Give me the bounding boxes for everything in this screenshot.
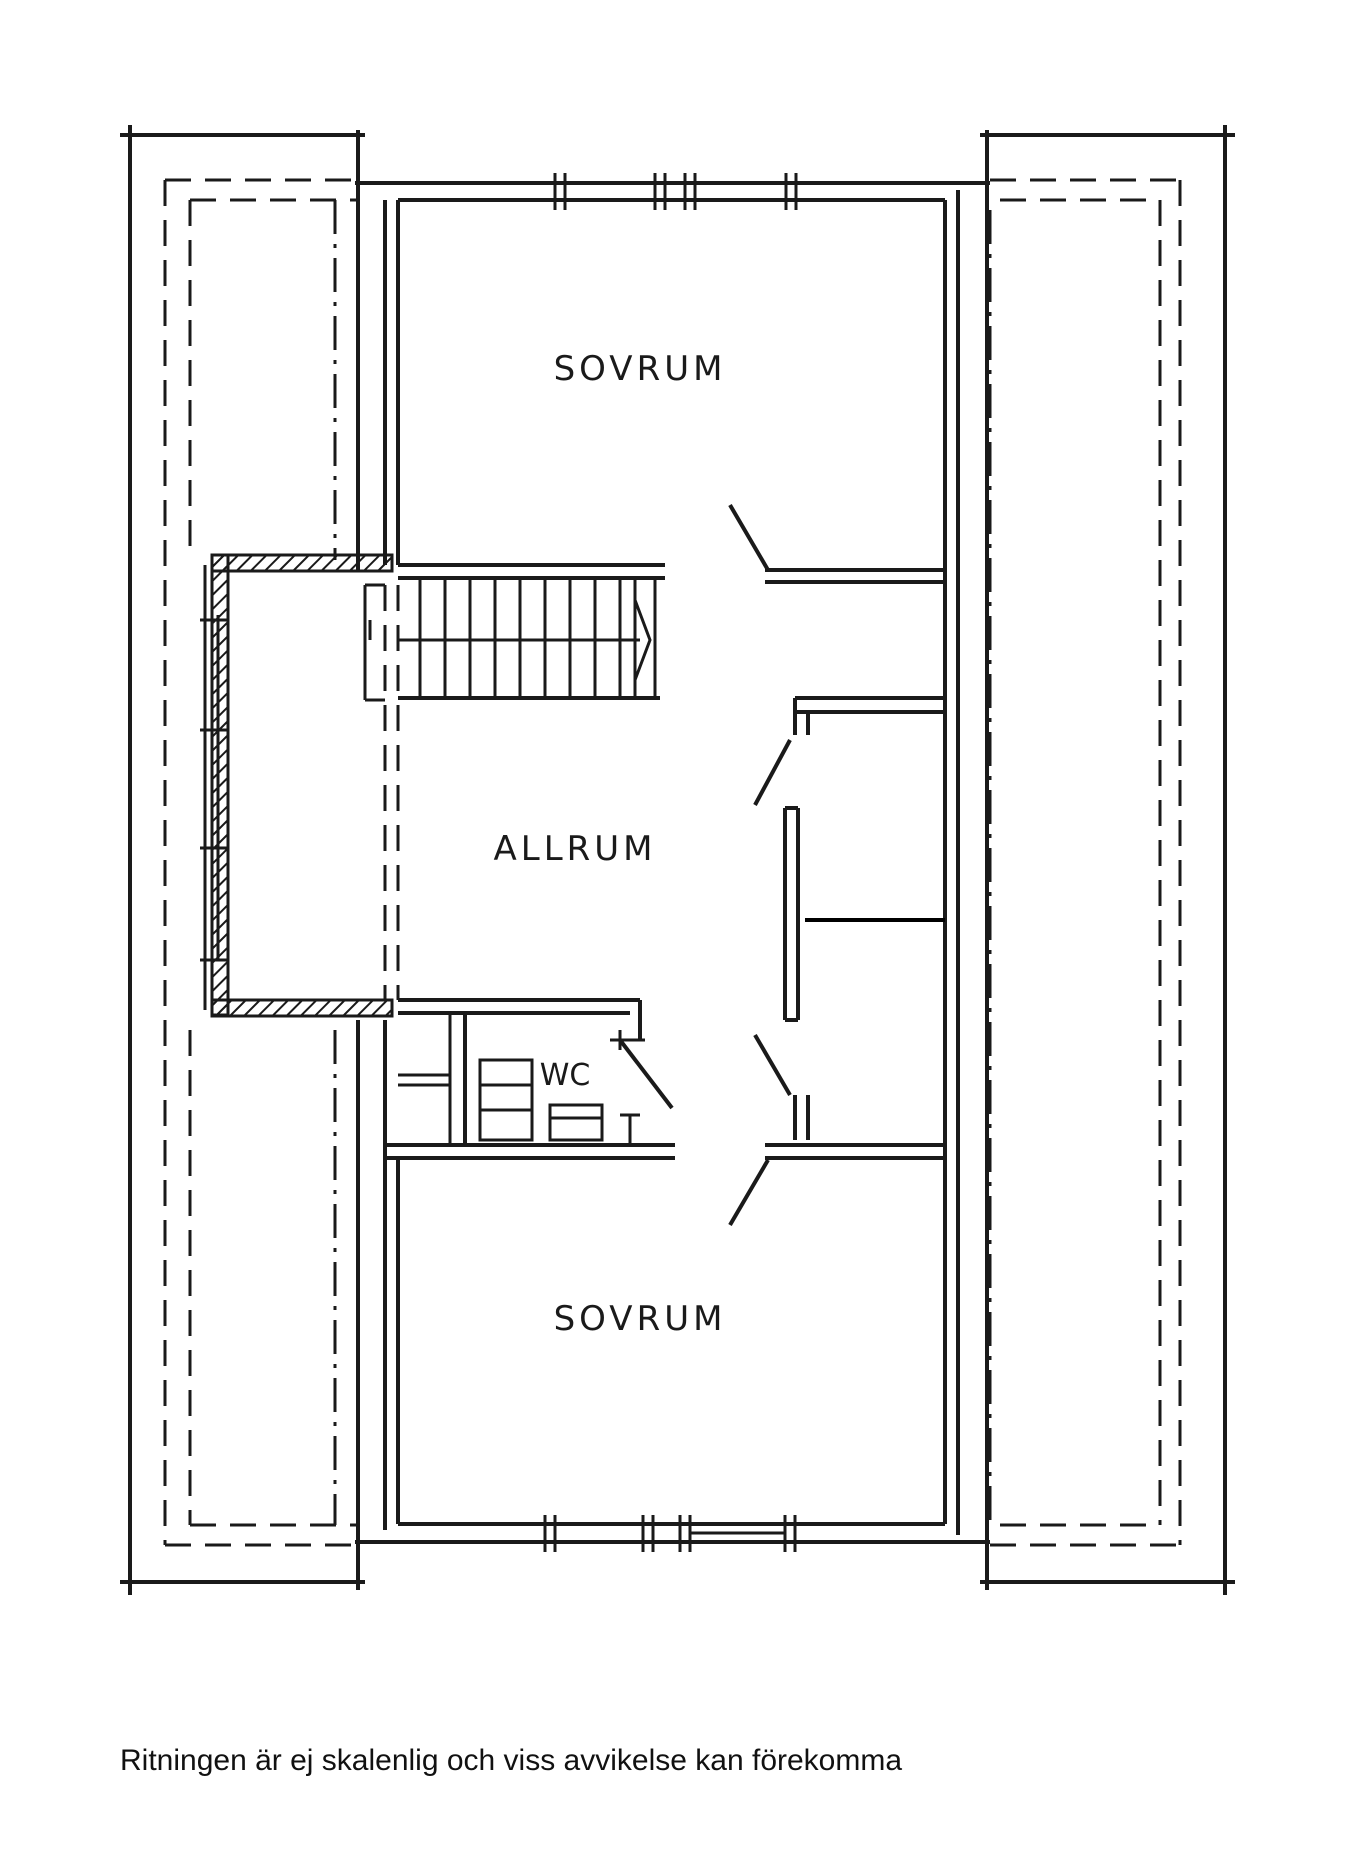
- interior-walls: [385, 568, 945, 1160]
- exterior-walls: [355, 173, 990, 1552]
- room-label-living: ALLRUM: [494, 829, 657, 869]
- right-wing-outline: [980, 125, 1235, 1595]
- left-bay-window: [200, 553, 400, 1018]
- room-label-wc: WC: [540, 1058, 591, 1093]
- staircase: [363, 563, 665, 702]
- disclaimer-text: Ritningen är ej skalenlig och viss avvik…: [120, 1744, 903, 1777]
- left-wing-outline: [120, 125, 365, 1595]
- room-label-bedroom-bottom: SOVRUM: [554, 1299, 727, 1339]
- door-swings: [610, 503, 792, 1227]
- wc-fixtures: [478, 1058, 640, 1145]
- room-label-bedroom-top: SOVRUM: [554, 349, 727, 389]
